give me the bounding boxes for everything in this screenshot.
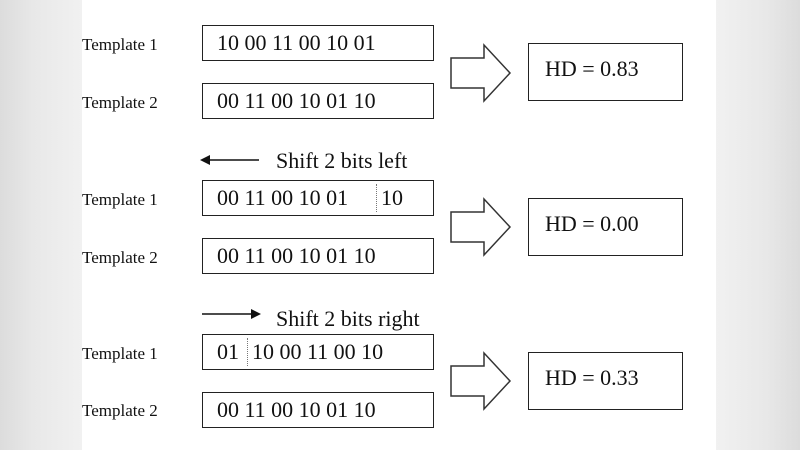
template-1-bits-text: 10 00 11 00 10 01 xyxy=(217,30,376,55)
hamming-distance-result: HD = 0.33 xyxy=(528,352,683,410)
wrap-seam xyxy=(247,338,248,366)
template-2-label: Template 2 xyxy=(82,93,158,112)
template-1-shifted-right-bits: 01 10 00 11 00 10 xyxy=(202,334,434,370)
diagram-canvas: Template 1 10 00 11 00 10 01 Template 2 … xyxy=(82,0,716,450)
template-2-bits-text: 00 11 00 10 01 10 xyxy=(217,397,376,422)
right-arrow-icon xyxy=(202,309,261,319)
template-2-label: Template 2 xyxy=(82,248,158,267)
template-2-bits: 00 11 00 10 01 10 xyxy=(202,83,434,119)
template-1-label: Template 1 xyxy=(82,190,158,209)
template-1-bits: 10 00 11 00 10 01 xyxy=(202,25,434,61)
template-2-bits-text: 00 11 00 10 01 10 xyxy=(217,243,376,268)
shift-left-label: Shift 2 bits left xyxy=(276,148,408,173)
right-margin xyxy=(716,0,800,450)
left-margin xyxy=(0,0,82,450)
left-arrow-icon xyxy=(200,155,259,165)
hollow-right-arrow-icon xyxy=(450,197,512,257)
hollow-right-arrow-icon xyxy=(450,43,512,103)
template-2-label: Template 2 xyxy=(82,401,158,420)
wrap-seam xyxy=(376,184,377,212)
template-1-shifted-left-bits: 00 11 00 10 01 10 xyxy=(202,180,434,216)
template-2-bits-text: 00 11 00 10 01 10 xyxy=(217,88,376,113)
template-2-bits: 00 11 00 10 01 10 xyxy=(202,392,434,428)
hamming-distance-result: HD = 0.83 xyxy=(528,43,683,101)
hamming-distance-result: HD = 0.00 xyxy=(528,198,683,256)
template-1-main-bits: 00 11 00 10 01 xyxy=(217,185,349,210)
template-1-label: Template 1 xyxy=(82,35,158,54)
arrows-layer xyxy=(200,43,512,411)
hollow-right-arrow-icon xyxy=(450,351,512,411)
template-1-wrapped-bits: 01 xyxy=(217,339,239,364)
template-1-wrapped-bits: 10 xyxy=(381,185,403,210)
template-1-label: Template 1 xyxy=(82,344,158,363)
template-2-bits: 00 11 00 10 01 10 xyxy=(202,238,434,274)
shift-right-label: Shift 2 bits right xyxy=(276,306,420,331)
template-1-main-bits: 10 00 11 00 10 xyxy=(252,339,384,364)
